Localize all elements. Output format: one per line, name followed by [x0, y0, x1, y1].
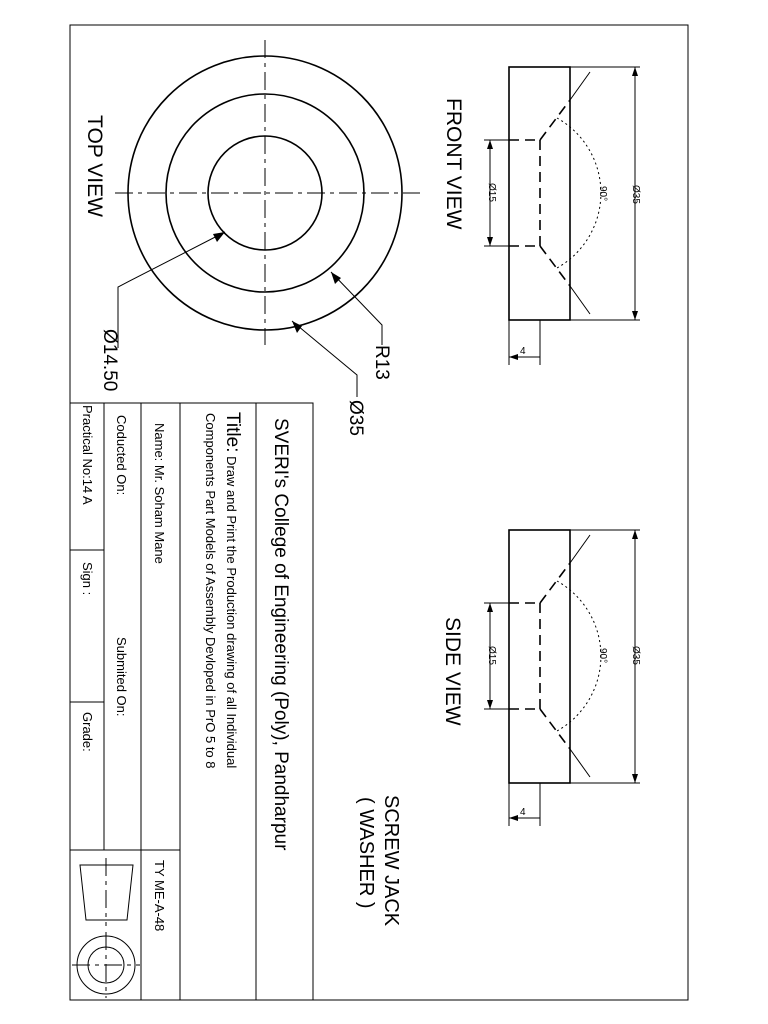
side-view-cone-ext-bottom: [569, 748, 591, 778]
arrow-radius: [331, 272, 341, 284]
side-dim-35-arrow-top: [632, 530, 638, 539]
front-view-angle-arc: [556, 117, 602, 269]
leader-radius: [330, 271, 383, 345]
title-block: SVERI's College of Engineering (Poly), P…: [69, 402, 314, 1001]
front-view-hidden-cone-bottom: [539, 245, 571, 287]
arrow-outer-dia: [292, 321, 302, 333]
roll-number: TY ME-A-48: [152, 860, 167, 931]
leader-outer-dia: [291, 320, 358, 397]
dim-side-thickness: 4: [520, 807, 526, 818]
side-dim-35-arrow-bottom: [632, 774, 638, 783]
dim-side-outer: Ø35: [630, 646, 641, 665]
drawing-title: Title: Draw and Print the Production dra…: [222, 412, 243, 768]
part-name-line1: SCREW JACK: [380, 795, 402, 927]
top-view: TOP VIEW Ø14.50 R13 Ø35: [83, 40, 420, 436]
dim-side-bore: Ø15: [486, 646, 497, 665]
front-view-cone-ext-bottom: [569, 285, 591, 315]
side-view-cone-ext-top: [569, 534, 591, 564]
front-view-cone-ext-top: [569, 71, 591, 101]
top-view-label: TOP VIEW: [83, 115, 106, 217]
side-view-angle-arc: [556, 580, 602, 732]
dim-top-radius: R13: [371, 345, 392, 380]
side-view: Ø15 90° Ø35 4 SIDE VIEW: [441, 529, 641, 826]
side-dim-4-arrow: [509, 815, 518, 821]
sign-label: Sign :: [80, 562, 95, 595]
practical-number: Practical No:14 A: [80, 405, 95, 505]
projection-symbol-cone: [79, 864, 134, 921]
side-dim-15-arrow-top: [487, 603, 493, 612]
submitted-on-label: Submited On:: [114, 637, 129, 717]
conducted-on-label: Coducted On:: [114, 415, 129, 495]
side-view-hidden-cone-bottom: [539, 708, 571, 750]
front-dim-15-arrow-bottom: [487, 237, 493, 246]
dim-side-angle: 90°: [597, 648, 608, 663]
student-name: Name: Mr. Soham Mane: [152, 423, 167, 564]
dim-front-thickness: 4: [520, 346, 526, 357]
front-dim-4-arrow: [509, 354, 518, 360]
dim-front-outer: Ø35: [630, 185, 641, 204]
front-view-label: FRONT VIEW: [442, 98, 465, 230]
dim-front-angle: 90°: [597, 186, 608, 201]
projection-symbol: [72, 858, 140, 998]
dim-top-outer-dia: Ø35: [345, 400, 366, 436]
front-dim-35-arrow-top: [632, 67, 638, 76]
side-dim-15-arrow-bottom: [487, 700, 493, 709]
front-dim-35-arrow-bottom: [632, 311, 638, 320]
leader-inner-dia: [117, 231, 226, 348]
dim-front-bore: Ø15: [486, 183, 497, 202]
side-view-label: SIDE VIEW: [441, 617, 464, 726]
front-view: Ø15 90° Ø35 4 FRONT VIEW: [442, 66, 641, 365]
title-label: Title:: [222, 412, 243, 452]
college-name: SVERI's College of Engineering (Poly), P…: [270, 418, 291, 851]
arrow-inner-dia: [213, 232, 225, 242]
title-line2: Components Part Models of Assembly Devlo…: [203, 413, 218, 769]
dim-top-inner-dia: Ø14.50: [99, 329, 120, 391]
part-name-line2: ( WASHER ): [355, 797, 377, 908]
front-view-hidden-cone-top: [539, 99, 571, 141]
front-dim-15-arrow-top: [487, 140, 493, 149]
title-line1: Draw and Print the Production drawing of…: [224, 452, 239, 768]
side-view-hidden-cone-top: [539, 562, 571, 604]
grade-label: Grade:: [80, 712, 95, 752]
